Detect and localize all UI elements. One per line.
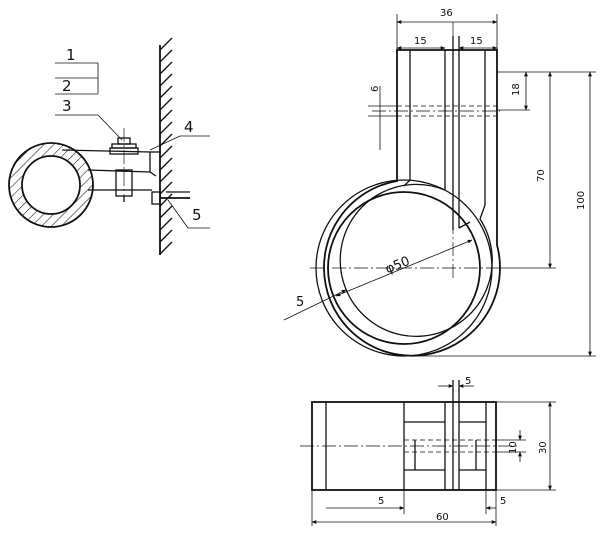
clamp-outline xyxy=(323,49,501,357)
wall xyxy=(159,37,173,255)
bottom-view: 5 10 30 5 5 60 xyxy=(300,376,556,526)
assembly-sketch: 1 2 3 4 5 xyxy=(8,37,210,255)
dim-slot-width: 5 xyxy=(465,376,471,387)
callout-1: 1 xyxy=(66,46,76,64)
callout-leaders xyxy=(55,62,210,229)
dim-diameter: φ50 xyxy=(383,254,412,277)
dim-width-right: 15 xyxy=(470,36,483,47)
dim-height-center: 70 xyxy=(536,169,547,182)
dim-right-offset: 5 xyxy=(500,496,506,507)
dim-top-band: 18 xyxy=(511,83,522,96)
dim-slot-height: 10 xyxy=(508,441,519,454)
callout-5: 5 xyxy=(192,206,202,224)
callout-3: 3 xyxy=(62,97,72,115)
dim-height: 30 xyxy=(538,441,549,454)
dim-gap: 6 xyxy=(370,86,381,92)
clamp-strap xyxy=(61,149,160,191)
callout-4: 4 xyxy=(184,118,194,136)
wall-bracket xyxy=(151,191,190,205)
callout-2: 2 xyxy=(62,77,72,95)
dim-width-total: 36 xyxy=(440,8,453,19)
bolt-assembly xyxy=(109,128,139,202)
dim-thickness: 5 xyxy=(296,295,304,310)
pipe-section xyxy=(8,142,94,228)
dim-height-total: 100 xyxy=(576,191,587,210)
dim-width-left: 15 xyxy=(414,36,427,47)
front-view: 36 15 15 6 18 70 100 φ50 5 xyxy=(283,8,596,357)
dim-left-offset: 5 xyxy=(378,496,384,507)
dim-length: 60 xyxy=(436,512,449,523)
